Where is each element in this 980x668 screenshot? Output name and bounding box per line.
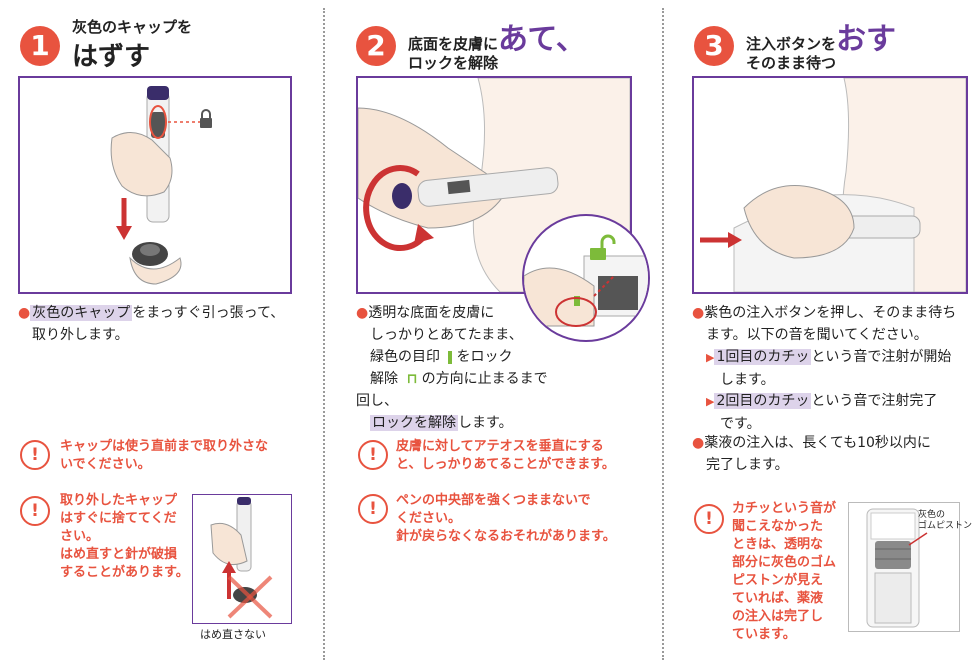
warning-icon: ! xyxy=(694,504,724,534)
green-mark-icon xyxy=(448,350,453,364)
step3-bullet1: ●紫色の注入ボタンを押し、そのまま待ち ます。以下の音を聞いてください。 xyxy=(692,305,957,343)
unlock-icon xyxy=(590,234,616,260)
step3-sub1: ▶1回目のカチッという音で注射が開始 します。 xyxy=(706,349,952,388)
step1-illustration xyxy=(18,76,292,294)
step1-warning1: キャップは使う直前まで取り外さないでください。 xyxy=(60,439,269,472)
warning-icon: ! xyxy=(20,440,50,470)
step1-highlight: 灰色のキャップ xyxy=(30,305,133,321)
step3-title-line2: そのまま待つ xyxy=(746,54,837,72)
column-divider-1 xyxy=(323,8,325,660)
step3-number-badge: 3 xyxy=(694,26,734,66)
step3-illustration xyxy=(692,76,968,294)
piston-label: 灰色のゴムピストン xyxy=(918,510,973,531)
step2-warning2: ペンの中央部を強くつままないで ください。 針が戻らなくなるおそれがあります。 xyxy=(396,493,616,544)
warning-icon: ! xyxy=(358,494,388,524)
step2-warning1: 皮膚に対してアテオスを垂直にすると、しっかりあてることができます。 xyxy=(396,439,615,472)
unlock-icon: ⊓ xyxy=(406,371,418,387)
step2-zoom-circle xyxy=(522,214,650,342)
step1-warning2: 取り外したキャップ はすぐに捨ててくだ さい。 はめ直すと針が破損 することがあ… xyxy=(60,493,189,580)
step1-title-line1: 灰色のキャップを xyxy=(72,18,193,36)
step1-caption: はめ直さない xyxy=(200,628,266,641)
step3-sub2: ▶2回目のカチッという音で注射完了 です。 xyxy=(706,393,938,432)
step2-highlight: ロックを解除 xyxy=(370,415,458,431)
step1-bullet: ●灰色のキャップをまっすぐ引っ張って、 取り外します。 xyxy=(18,305,285,343)
warning-icon: ! xyxy=(20,496,50,526)
step3-piston-illustration xyxy=(848,502,960,632)
lock-icon xyxy=(200,109,212,128)
step1-number-badge: 1 xyxy=(20,26,60,66)
step3-bullet2: ●薬液の注入は、長くても10秒以内に 完了します。 xyxy=(692,435,931,473)
step3-title-line1: 注入ボタンをおす xyxy=(746,22,897,57)
step3-title-emphasis: おす xyxy=(836,22,897,57)
warning-icon: ! xyxy=(358,440,388,470)
step3-sub2-highlight: 2回目のカチッ xyxy=(714,393,812,409)
step2-title-emphasis: あて、 xyxy=(498,22,586,57)
step2-title-line2: ロックを解除 xyxy=(408,54,499,72)
step1-recap-illustration xyxy=(192,494,292,624)
step2-illustration xyxy=(356,76,632,294)
step2-title-line1: 底面を皮膚にあて、 xyxy=(408,22,586,57)
column-divider-2 xyxy=(662,8,664,660)
step3-sub1-highlight: 1回目のカチッ xyxy=(714,349,812,365)
step1-title-line2: はずす xyxy=(72,42,151,72)
step2-number-badge: 2 xyxy=(356,26,396,66)
step2-bullet: ●透明な底面を皮膚に しっかりとあてたまま、 緑色の目印 をロック 解除 ⊓の方… xyxy=(356,305,548,431)
step3-warning: カチッという音が 聞こえなかった ときは、透明な 部分に灰色のゴム ピストンが見… xyxy=(732,501,837,642)
